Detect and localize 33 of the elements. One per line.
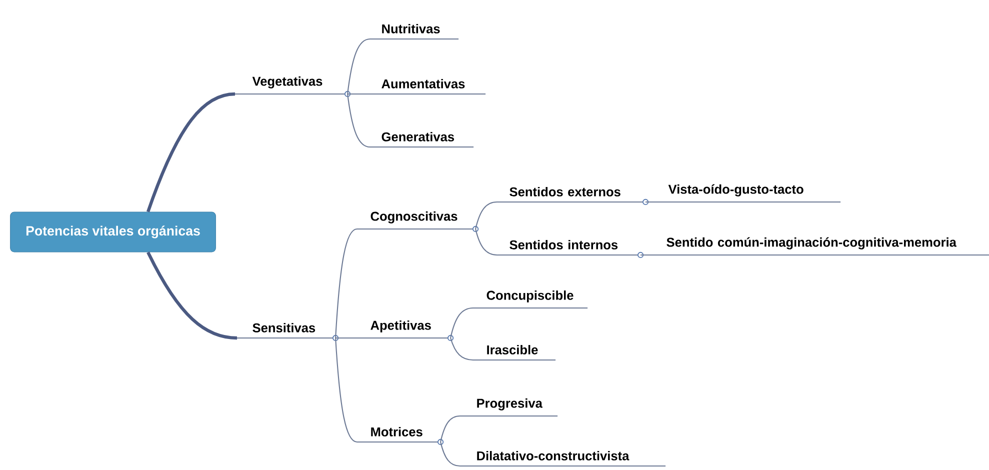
branch-line [475, 201, 498, 230]
branch-label: Sentidos externos [497, 187, 649, 206]
branch-line [640, 254, 660, 256]
branch-label: Motrices [357, 427, 444, 446]
topic-box: Potencias vitales orgánicas [10, 212, 216, 252]
branch-line [450, 338, 474, 361]
branch-label: Nutritivas [370, 24, 459, 40]
branch-label: Aumentativas [370, 79, 486, 95]
branch-line [335, 228, 358, 338]
branch-line [146, 92, 236, 212]
branch-label: Sentido común-imaginación-cognitiva-memoria [660, 237, 989, 256]
branch-label: Irascible [473, 345, 556, 361]
branch-line [440, 442, 460, 467]
branch-line [335, 338, 358, 442]
branch-line [146, 252, 238, 340]
branch-label: Sentidos internos [497, 240, 644, 258]
branch-label: Generativas [370, 132, 474, 148]
branch-line [348, 93, 370, 95]
branch-label: Progresiva [460, 398, 558, 417]
branch-label: Dilatativo-constructivista [460, 451, 666, 467]
branch-line [646, 201, 664, 203]
branch-line [347, 38, 370, 94]
branch-line [347, 94, 370, 148]
branch-label: Vegetativas [235, 76, 351, 98]
branch-label: Sensitivas [237, 323, 339, 342]
branch-line [450, 307, 474, 338]
branch-line [336, 337, 357, 339]
branch-line [440, 415, 460, 442]
branch-label: Vista-oído-gusto-tacto [664, 184, 841, 203]
branch-label: Apetitivas [357, 320, 454, 342]
branch-label: Concupiscible [473, 290, 588, 309]
branch-line [475, 228, 498, 256]
branch-label: Cognoscitivas [357, 211, 479, 232]
